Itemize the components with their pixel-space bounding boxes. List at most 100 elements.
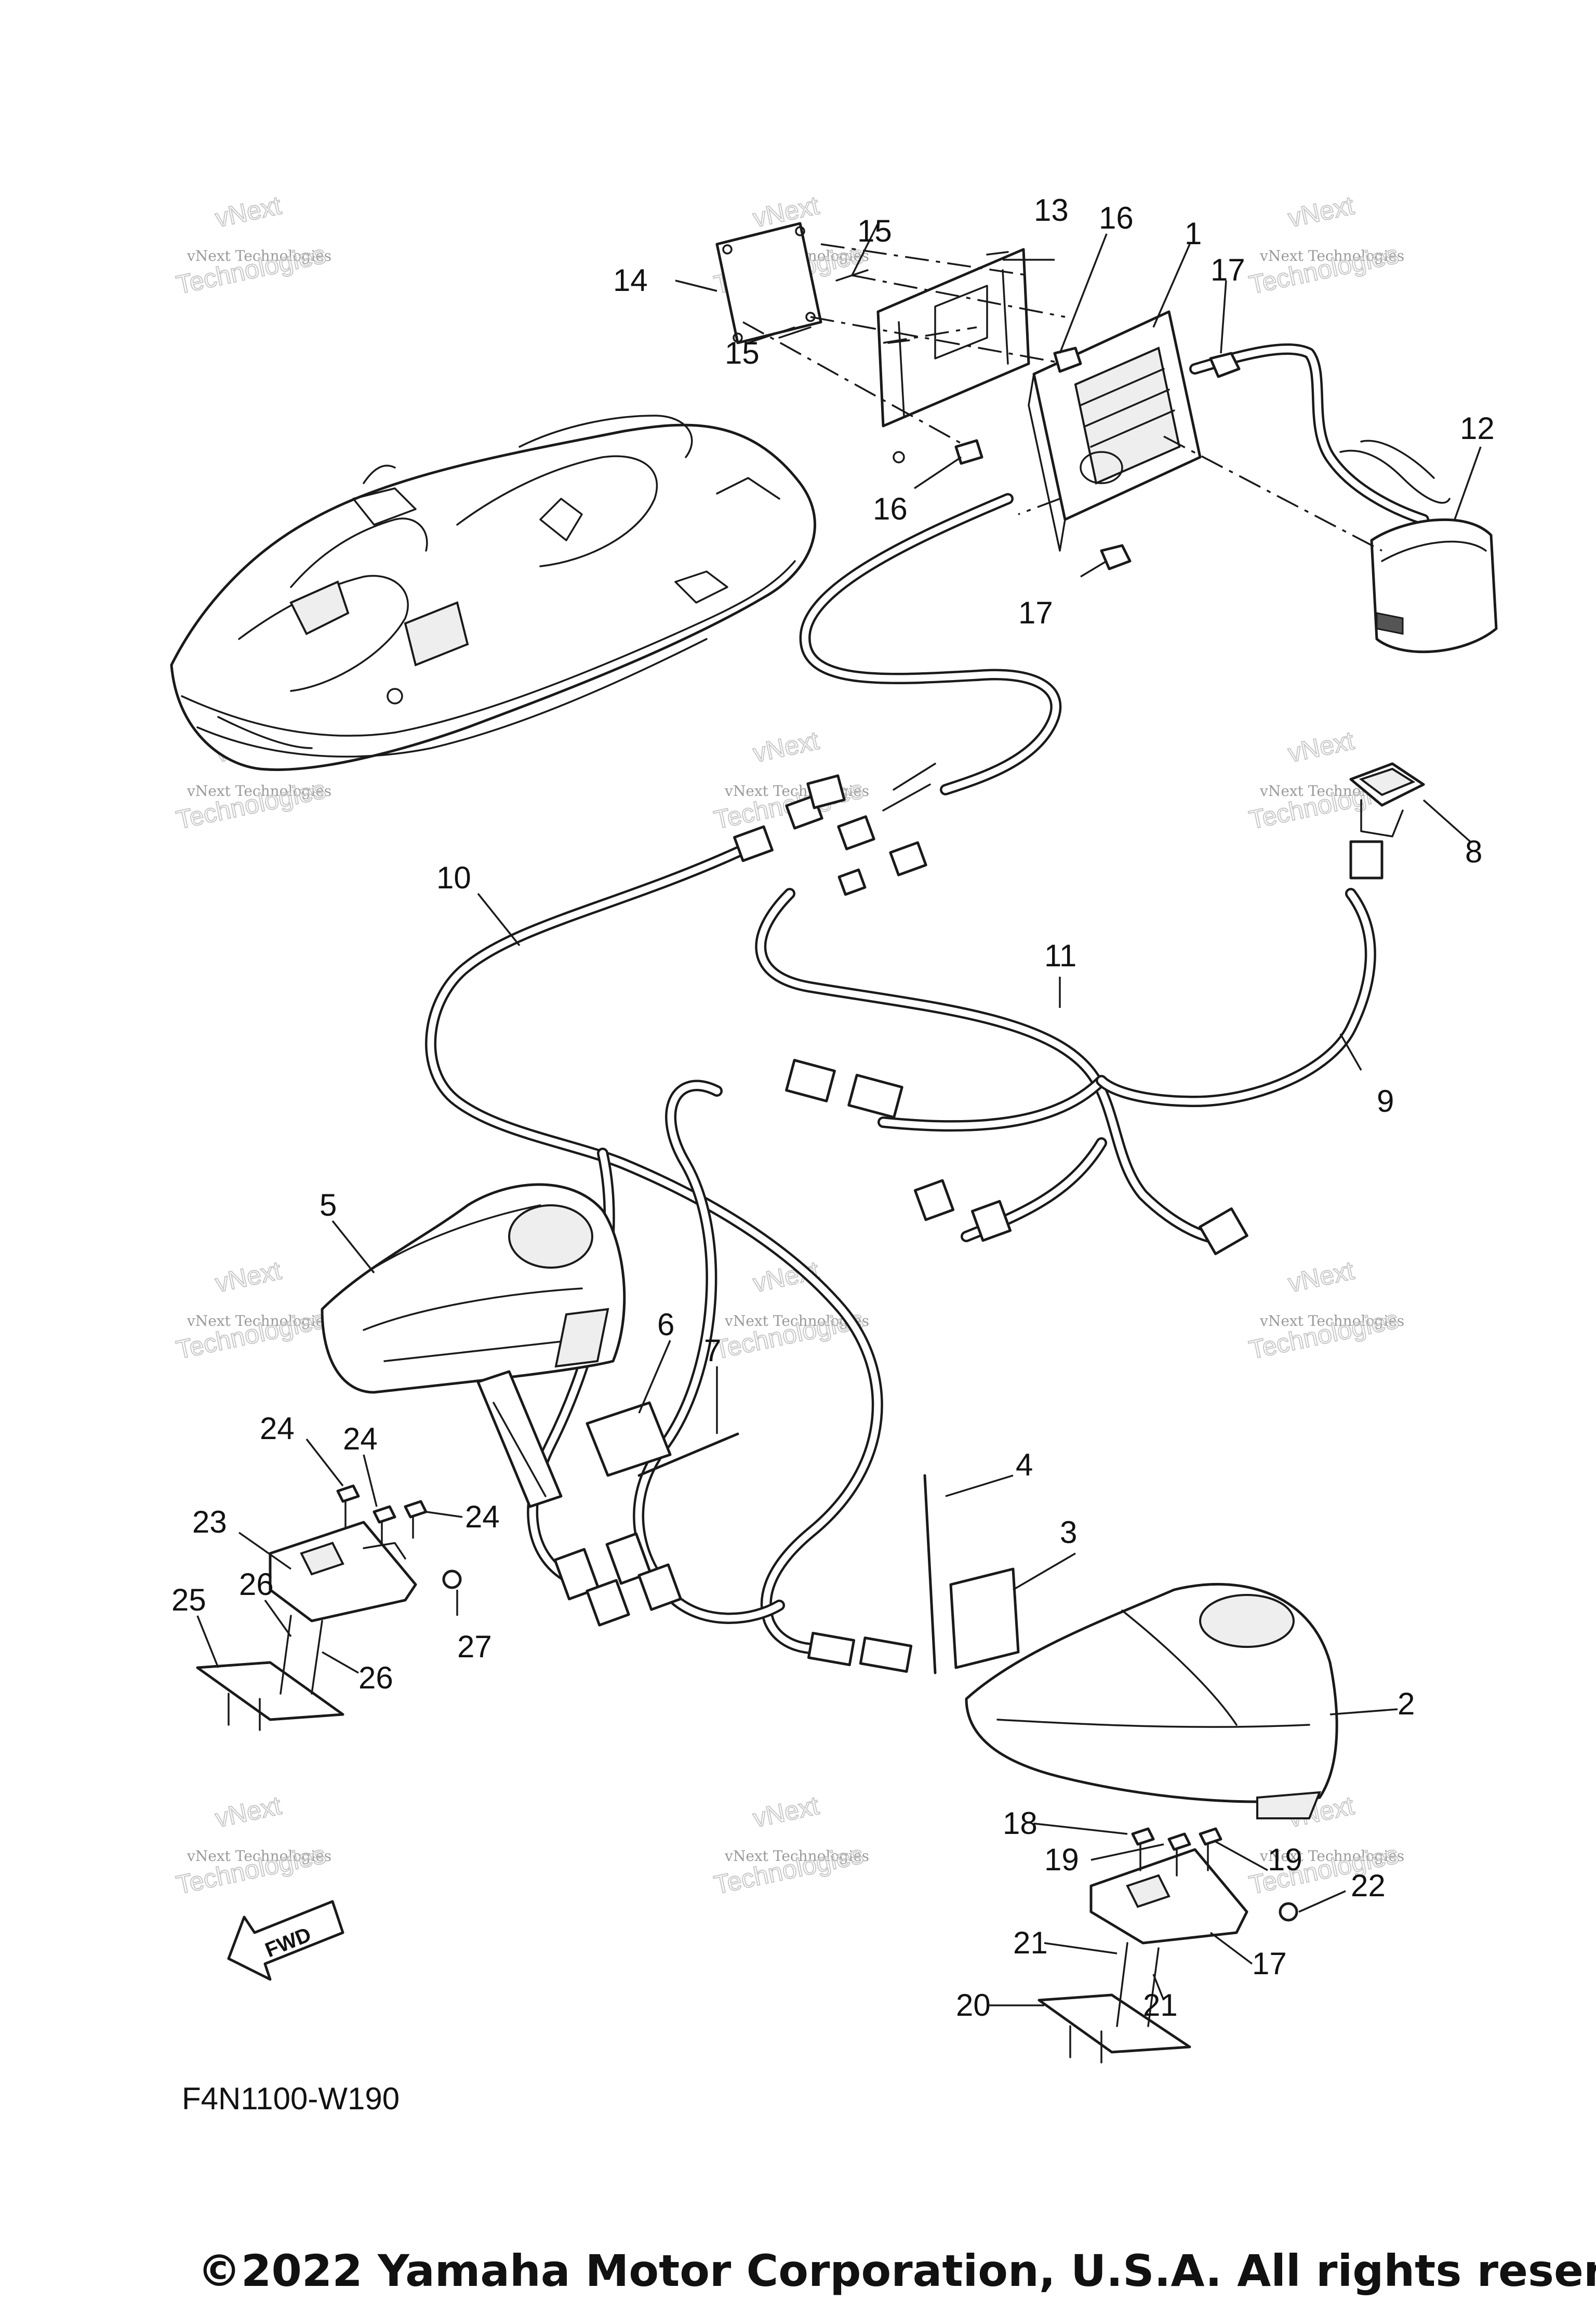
callout-11: 11 (1044, 938, 1076, 973)
callout-6: 6 (657, 1307, 674, 1342)
callout-25: 25 (171, 1582, 206, 1617)
svg-text:vNext: vNext (750, 726, 821, 768)
mount-23 (269, 1521, 417, 1622)
fwd-arrow-icon: FWD (227, 1900, 344, 1981)
watermark: vNext vNext Technologies Technologies (173, 1255, 331, 1365)
nut-17a (1209, 352, 1241, 378)
ecu-unit-1 (1028, 310, 1202, 552)
callout-12: 12 (1460, 411, 1495, 446)
callout-19: 19 (1268, 1842, 1302, 1877)
watermark: vNext vNext Technologies Technologies (1246, 190, 1404, 300)
callout-3: 3 (1060, 1515, 1077, 1550)
callout-18: 17 (1252, 1946, 1287, 1981)
svg-text:vNext Technologies: vNext Technologies (1259, 1312, 1404, 1329)
svg-text:vNext: vNext (212, 1791, 284, 1833)
svg-text:vNext Technologies: vNext Technologies (187, 247, 331, 264)
callout-22: 22 (1351, 1868, 1386, 1903)
display-unit-5 (321, 1183, 626, 1394)
callout-19: 18 (1003, 1806, 1038, 1841)
watermark: vNext vNext Technologies Technologies (711, 1790, 869, 1900)
cable-ecu-to-harness (799, 493, 1062, 795)
bolt-16a (1053, 347, 1082, 373)
callout-26: 26 (358, 1660, 393, 1695)
callout-27: 27 (457, 1629, 492, 1664)
svg-text:vNext: vNext (212, 1256, 284, 1298)
callout-19: 19 (1044, 1842, 1079, 1877)
svg-text:vNext Technologies: vNext Technologies (187, 782, 331, 800)
svg-text:vNext: vNext (750, 1791, 821, 1833)
callout-8: 8 (1465, 834, 1482, 869)
callout-26: 26 (239, 1567, 274, 1602)
callout-2: 2 (1398, 1686, 1415, 1721)
screw-bracket (887, 251, 1009, 344)
callout-9: 9 (1377, 1084, 1394, 1119)
svg-text:vNext: vNext (1285, 191, 1356, 233)
assembly-lines (742, 243, 1382, 552)
svg-text:vNext Technologies: vNext Technologies (187, 1312, 331, 1329)
ecu-bracket-13 (876, 248, 1030, 463)
callout-21: 21 (1143, 1988, 1178, 2023)
callout-24: 24 (343, 1421, 378, 1456)
svg-text:vNext Technologies: vNext Technologies (724, 1847, 869, 1865)
mount-18 (1089, 1848, 1248, 1945)
mounting-plate-14 (715, 222, 822, 344)
callout-15: 15 (725, 336, 760, 370)
callout-16: 16 (1099, 201, 1134, 235)
callout-17: 17 (1211, 252, 1245, 287)
plate-25 (196, 1661, 344, 1731)
bolt-16b (954, 439, 983, 465)
callout-15: 15 (857, 214, 892, 248)
bolts-24 (336, 1484, 428, 1544)
screw-22 (1279, 1902, 1298, 1922)
label-3 (949, 1567, 1020, 1669)
ecu-cover-12 (1370, 518, 1498, 654)
band-4 (923, 1474, 937, 1674)
nut-17b (1100, 544, 1132, 570)
wire-harness-ecu (1189, 343, 1451, 525)
connectors (553, 763, 1384, 1673)
screw-27 (442, 1569, 462, 1589)
svg-text:vNext Technologies: vNext Technologies (724, 782, 869, 800)
band-7 (637, 1432, 739, 1477)
callout-1: 1 (1185, 216, 1202, 251)
wire-harness-10 (425, 846, 883, 1655)
display-unit-2 (965, 1582, 1338, 1819)
callout-24: 24 (260, 1411, 295, 1446)
callout-14: 14 (613, 263, 648, 298)
svg-text:vNext: vNext (1285, 726, 1356, 768)
watercraft-illustration (170, 415, 817, 771)
bolts-19 (1131, 1827, 1222, 1877)
callout-4: 4 (1016, 1447, 1033, 1482)
callout-16: 16 (873, 491, 908, 526)
callout-23: 23 (192, 1505, 227, 1539)
diagram-code: F4N1100-W190 (182, 2081, 400, 2116)
callout-7: 7 (704, 1333, 721, 1368)
svg-text:vNext Technologies: vNext Technologies (1259, 1847, 1404, 1865)
pins-21 (1116, 1942, 1160, 2027)
watermark: vNext vNext Technologies Technologies (173, 190, 331, 300)
watermark: vNext vNext Technologies Technologies (173, 1790, 331, 1900)
callout-20: 20 (956, 1988, 991, 2023)
pin-15b (778, 326, 812, 339)
watermark: vNext vNext Technologies Technologies (1246, 1255, 1404, 1365)
callout-24: 24 (465, 1499, 500, 1534)
callout-10: 10 (436, 860, 471, 895)
svg-text:vNext: vNext (212, 191, 284, 233)
pins-26 (280, 1615, 323, 1695)
callout-21: 21 (1013, 1925, 1048, 1960)
svg-text:vNext Technologies: vNext Technologies (187, 1847, 331, 1865)
wire-harness-11 (527, 888, 1242, 1624)
callout-17: 17 (1018, 595, 1053, 630)
callout-13: 13 (1034, 193, 1069, 228)
copyright-notice: ©2022 Yamaha Motor Corporation, U.S.A. A… (197, 2245, 1596, 2296)
label-6 (586, 1401, 672, 1477)
switch-8 (1349, 762, 1425, 837)
callout-labels: 13 16 1 17 15 14 15 16 17 12 8 10 11 9 5… (171, 193, 1495, 2023)
plate-20 (1038, 1993, 1191, 2064)
callout-5: 5 (320, 1188, 337, 1222)
svg-text:vNext: vNext (1285, 1256, 1356, 1298)
watermark: vNext vNext Technologies Technologies (1246, 1790, 1404, 1900)
leader-lines (196, 223, 1482, 2006)
svg-text:vNext Technologies: vNext Technologies (1259, 247, 1404, 264)
